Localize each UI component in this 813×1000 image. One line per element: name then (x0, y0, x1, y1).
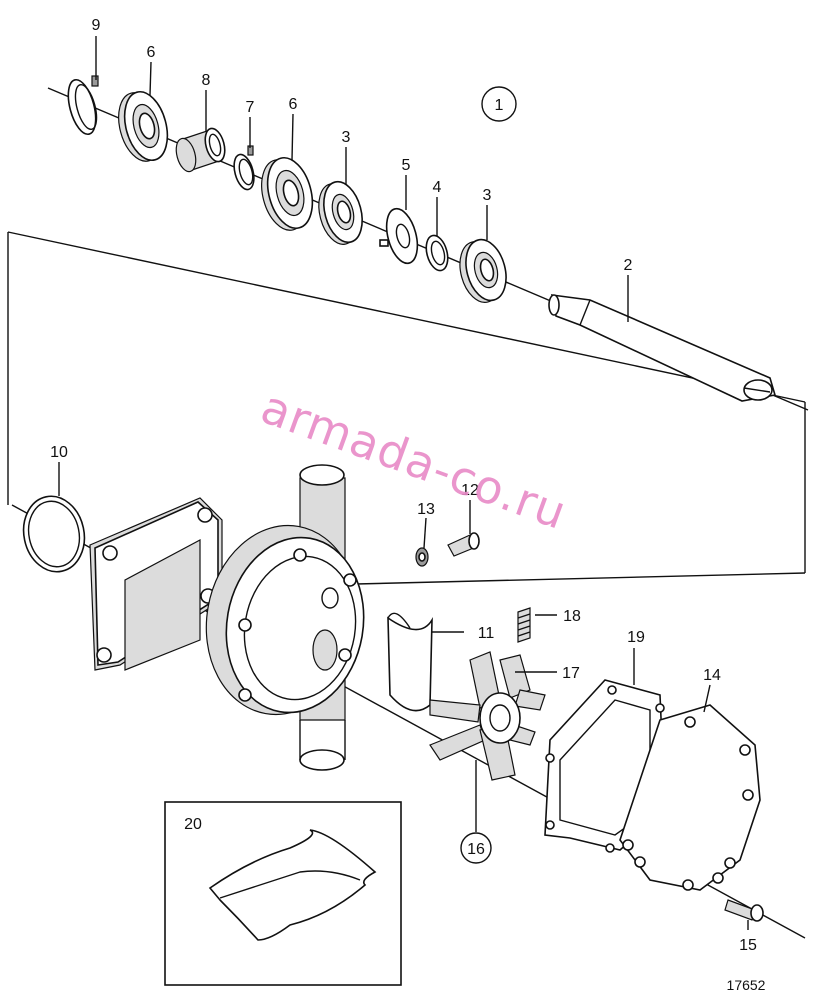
grease-bag-part (208, 829, 377, 941)
callout-3a: 3 (342, 129, 351, 146)
ball-bearing-part-2 (261, 157, 314, 231)
callout-6b: 6 (289, 96, 298, 113)
leader-lines (58, 36, 749, 930)
cover-screw-part (724, 899, 764, 922)
o-ring-small-part (425, 234, 449, 272)
impeller-part (429, 651, 546, 781)
callout-13: 13 (417, 501, 435, 518)
kit-box-frame (164, 801, 402, 986)
circlip-part (67, 75, 99, 136)
callout-4: 4 (433, 179, 442, 196)
callout-14: 14 (703, 667, 721, 684)
callout-19: 19 (627, 629, 645, 646)
large-o-ring-part (22, 495, 86, 573)
frame-top-line (7, 231, 806, 403)
callout-15: 15 (739, 937, 757, 954)
seal-part (318, 180, 363, 245)
assembly-callout: 1 (495, 97, 504, 114)
callout-12: 12 (461, 482, 479, 499)
seal-part-2 (459, 238, 507, 303)
cam-part (387, 612, 433, 712)
sleeve-part (175, 127, 226, 173)
callout-5: 5 (402, 157, 411, 174)
screw-part (447, 532, 480, 557)
kit-box-label: 20 (184, 816, 202, 833)
ball-bearing-part (118, 90, 169, 162)
callout-10: 10 (50, 444, 68, 461)
callout-8: 8 (202, 72, 211, 89)
pump-housing-part (89, 464, 365, 771)
callout-18: 18 (563, 608, 581, 625)
callout-3b: 3 (483, 187, 492, 204)
callout-16: 16 (467, 841, 485, 858)
callout-2: 2 (624, 257, 633, 274)
assembly-callout-circle (481, 86, 517, 122)
set-screw-part (517, 607, 531, 643)
tab-washer-part (379, 207, 419, 265)
impeller-callout-circle (460, 832, 492, 864)
callout-7: 7 (246, 99, 255, 116)
callout-11: 11 (478, 625, 495, 642)
frame-inner-line (355, 572, 806, 585)
callout-6a: 6 (147, 44, 156, 61)
drawing-number: 17652 (727, 977, 766, 993)
washer-hole (418, 552, 426, 562)
small-circlip-part (233, 145, 255, 191)
pump-shaft-part (548, 294, 777, 402)
callout-9: 9 (92, 17, 101, 34)
pump-cover-part (619, 704, 761, 891)
callout-17: 17 (562, 665, 580, 682)
